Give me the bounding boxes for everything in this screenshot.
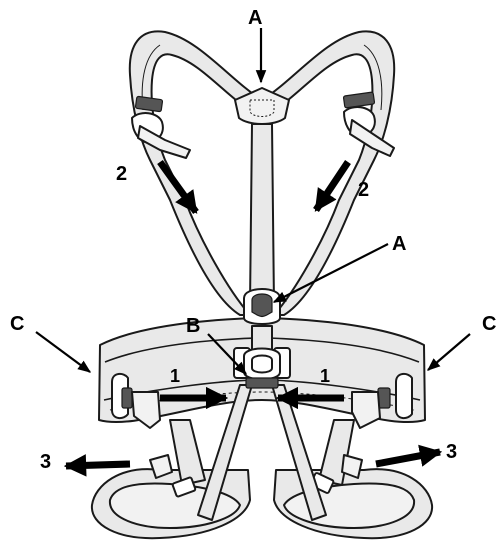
right-shoulder-buckle <box>342 91 395 157</box>
back-strap <box>249 123 275 306</box>
label-1-left: 1 <box>170 366 180 386</box>
arrow-c-left <box>35 331 92 373</box>
arrow-step-2-left <box>157 159 199 215</box>
label-2-left: 2 <box>116 163 127 185</box>
arrow-step-2-right <box>313 160 351 212</box>
chest-attachment-a <box>243 288 281 351</box>
leg-loops <box>90 419 434 540</box>
arrow-step-3-left <box>63 454 131 477</box>
label-2-right: 2 <box>358 179 369 201</box>
label-1-right: 1 <box>320 366 330 386</box>
label-c-left: C <box>10 313 24 335</box>
shoulder-straps <box>128 30 396 316</box>
arrow-step-3-right <box>375 444 443 468</box>
label-a-top: A <box>248 7 262 29</box>
left-belt-buckle <box>111 372 161 429</box>
right-belt-buckle <box>351 372 413 429</box>
label-3-left: 3 <box>40 451 51 473</box>
label-a-mid: A <box>392 233 406 255</box>
arrow-a-mid <box>272 243 389 303</box>
label-3-right: 3 <box>446 441 457 463</box>
label-b: B <box>186 315 200 337</box>
arrow-c-right <box>426 333 471 371</box>
arrow-b <box>207 333 247 375</box>
left-shoulder-buckle <box>130 95 191 159</box>
label-c-right: C <box>482 313 496 335</box>
